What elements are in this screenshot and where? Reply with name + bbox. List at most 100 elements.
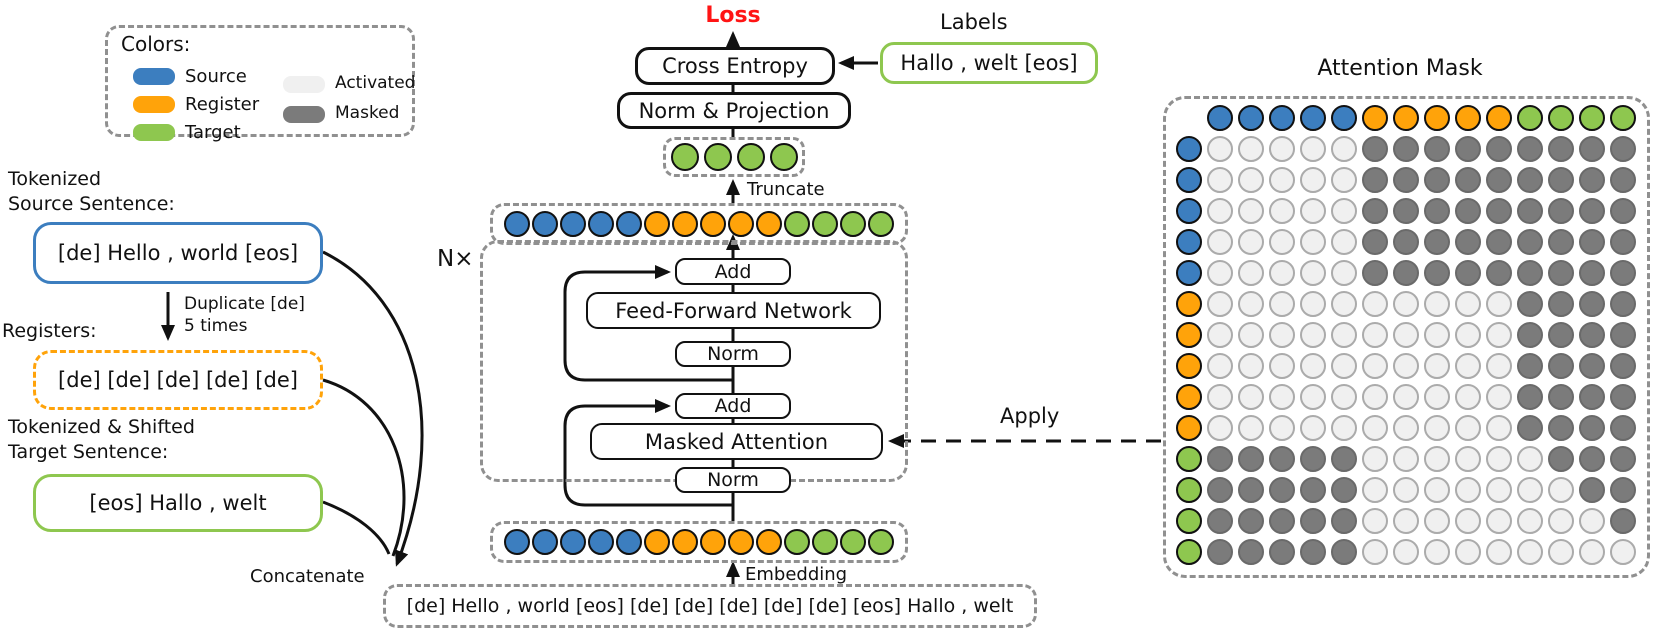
mask-cell-activated: [1207, 384, 1233, 410]
mask-cell-masked: [1517, 291, 1543, 317]
mask-col-header-register: [1455, 105, 1481, 131]
legend-swatch-masked: [283, 106, 325, 123]
bottom-token-row: [493, 524, 905, 560]
mask-cell-masked: [1548, 353, 1574, 379]
mask-cell-activated: [1455, 539, 1481, 565]
mask-cell-activated: [1238, 322, 1264, 348]
cross-entropy-text: Cross Entropy: [662, 54, 808, 78]
mask-cell-masked: [1517, 415, 1543, 441]
mask-cell-masked: [1207, 539, 1233, 565]
mask-cell-activated: [1424, 353, 1450, 379]
concatenate-note: Concatenate: [250, 566, 365, 587]
bottom-token-row-box: [490, 521, 908, 563]
mask-cell-masked: [1610, 260, 1636, 286]
mask-cell-masked: [1238, 477, 1264, 503]
token-circle-target: [840, 529, 866, 555]
mask-row-label-source: [1176, 136, 1202, 162]
mask-cell-activated: [1393, 477, 1419, 503]
mask-cell-masked: [1579, 322, 1605, 348]
mask-row-label-source: [1176, 167, 1202, 193]
mask-cell-activated: [1362, 291, 1388, 317]
mask-col-header-source: [1269, 105, 1295, 131]
mask-col-header-register: [1362, 105, 1388, 131]
mask-cell-masked: [1238, 446, 1264, 472]
residual-skip-upper: [563, 265, 733, 382]
mask-cell-activated: [1331, 353, 1357, 379]
token-circle-source: [532, 211, 558, 237]
mask-cell-activated: [1424, 322, 1450, 348]
token-circle-target: [736, 143, 765, 171]
token-circle-register: [756, 211, 782, 237]
mask-cell-activated: [1207, 322, 1233, 348]
mask-cell-masked: [1362, 260, 1388, 286]
mask-cell-masked: [1548, 198, 1574, 224]
output-token-box: [663, 137, 805, 177]
mask-cell-activated: [1331, 384, 1357, 410]
mask-cell-activated: [1269, 291, 1295, 317]
mask-cell-activated: [1238, 415, 1264, 441]
mask-cell-activated: [1393, 322, 1419, 348]
mask-row-label-target: [1176, 446, 1202, 472]
mask-cell-masked: [1517, 167, 1543, 193]
labels-box: Hallo , welt [eos]: [880, 42, 1098, 84]
mask-cell-activated: [1269, 167, 1295, 193]
mask-cell-masked: [1579, 260, 1605, 286]
mask-cell-masked: [1548, 446, 1574, 472]
norm-projection-text: Norm & Projection: [638, 98, 830, 123]
mask-cell-activated: [1269, 322, 1295, 348]
mask-cell-activated: [1331, 291, 1357, 317]
top-token-row: [493, 206, 905, 242]
add-top-box: Add: [675, 258, 791, 285]
mask-col-header-register: [1424, 105, 1450, 131]
token-circle-target: [670, 143, 699, 171]
residual-skip-lower: [563, 399, 733, 507]
token-circle-register: [672, 529, 698, 555]
mask-cell-masked: [1579, 198, 1605, 224]
mask-cell-masked: [1331, 477, 1357, 503]
mask-cell-masked: [1548, 167, 1574, 193]
mask-cell-activated: [1517, 508, 1543, 534]
mask-row-label-register: [1176, 322, 1202, 348]
concat-curve-target: [322, 500, 391, 555]
mask-cell-activated: [1207, 260, 1233, 286]
mask-cell-masked: [1362, 136, 1388, 162]
mask-row-label-source: [1176, 198, 1202, 224]
mask-cell-masked: [1424, 260, 1450, 286]
mask-cell-activated: [1238, 136, 1264, 162]
mask-cell-activated: [1331, 415, 1357, 441]
color-legend: Colors: Source Register Target Activated…: [105, 25, 415, 143]
mask-cell-masked: [1393, 229, 1419, 255]
norm-projection-box: Norm & Projection: [617, 92, 851, 129]
mask-cell-masked: [1207, 446, 1233, 472]
mask-cell-activated: [1238, 229, 1264, 255]
mask-cell-masked: [1362, 229, 1388, 255]
mask-row-label-target: [1176, 539, 1202, 565]
mask-cell-masked: [1610, 353, 1636, 379]
mask-cell-activated: [1455, 322, 1481, 348]
mask-cell-activated: [1300, 415, 1326, 441]
mask-cell-activated: [1455, 353, 1481, 379]
norm-top-box: Norm: [675, 341, 791, 367]
target-heading-line2: Target Sentence:: [8, 441, 169, 463]
token-circle-source: [588, 211, 614, 237]
mask-cell-activated: [1393, 508, 1419, 534]
mask-cell-activated: [1424, 291, 1450, 317]
mask-cell-masked: [1455, 136, 1481, 162]
target-sentence-box: [eos] Hallo , welt: [33, 474, 323, 532]
mask-cell-activated: [1362, 508, 1388, 534]
mask-cell-masked: [1548, 322, 1574, 348]
mask-row-label-register: [1176, 384, 1202, 410]
mask-cell-activated: [1238, 167, 1264, 193]
mask-cell-activated: [1238, 198, 1264, 224]
mask-cell-masked: [1517, 229, 1543, 255]
mask-cell-activated: [1362, 477, 1388, 503]
mask-cell-activated: [1269, 229, 1295, 255]
token-circle-register: [672, 211, 698, 237]
mask-cell-activated: [1269, 353, 1295, 379]
mask-cell-activated: [1300, 198, 1326, 224]
mask-cell-masked: [1300, 539, 1326, 565]
n-times-label: N×: [437, 246, 474, 272]
mask-cell-activated: [1300, 167, 1326, 193]
mask-cell-masked: [1486, 198, 1512, 224]
